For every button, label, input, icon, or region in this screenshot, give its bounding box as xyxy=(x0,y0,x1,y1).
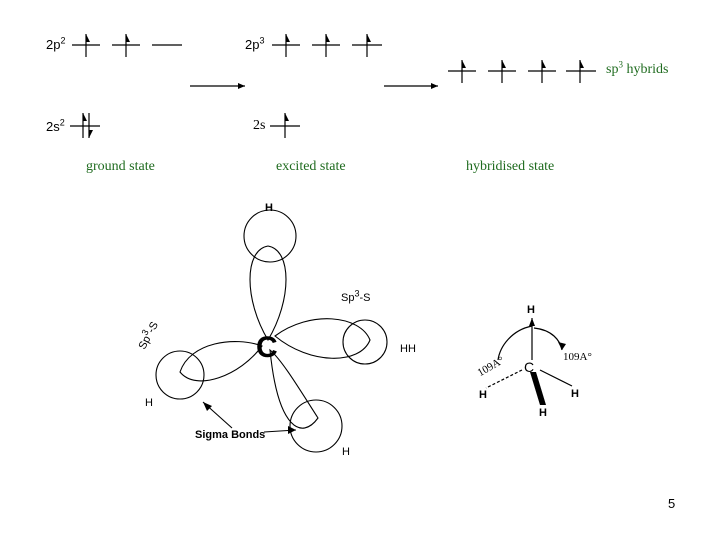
hydrogen-label-right: HH xyxy=(400,343,416,355)
energy-level-diagram xyxy=(70,34,596,138)
bond-wedge xyxy=(530,372,546,405)
hydrogen-label-tetra-right: H xyxy=(571,388,579,400)
ground-state-caption: ground state xyxy=(86,159,155,174)
hydrogen-orbital-bottom xyxy=(289,399,343,453)
hybridised-state-caption: hybridised state xyxy=(466,159,555,174)
hydrogen-label-top: H xyxy=(265,202,273,214)
angle-arc-right xyxy=(533,327,563,351)
hydrogen-label-left: H xyxy=(145,397,153,409)
ground-2s-label: 2s2 xyxy=(46,117,65,134)
ground-2p-label: 2p2 xyxy=(46,35,66,52)
carbon-atom-tetrahedral: C xyxy=(524,359,534,375)
hybrid-lobe-right xyxy=(274,318,371,359)
excited-state-caption: excited state xyxy=(276,159,346,174)
excited-2p-label: 2p3 xyxy=(245,35,265,52)
hydrogen-label-bottom: H xyxy=(342,446,350,458)
hydrogen-orbital-right xyxy=(342,319,388,365)
hybrid-lobe-top xyxy=(249,245,287,342)
carbon-atom-orbital: C xyxy=(256,331,278,364)
excited-2s-label: 2s xyxy=(253,118,266,133)
hydrogen-orbital-left xyxy=(155,350,205,400)
hydrogen-label-tetra-left: H xyxy=(479,389,487,401)
hybrid-lobe-bottom xyxy=(269,348,319,429)
hydrogen-label-tetra-top: H xyxy=(527,304,535,316)
sp3-s-label-right: Sp3-S xyxy=(341,288,371,304)
hydrogen-orbital-top xyxy=(243,209,297,263)
sigma-bonds-label: Sigma Bonds xyxy=(195,429,266,441)
sp3-hybrids-label: sp3 hybrids xyxy=(606,59,669,77)
bond-left xyxy=(485,369,523,389)
bond-right xyxy=(539,369,573,387)
hybrid-lobe-left xyxy=(179,341,263,382)
angle-arc-left xyxy=(497,325,533,361)
page-number: 5 xyxy=(668,496,676,511)
hydrogen-label-tetra-bottom: H xyxy=(539,407,547,419)
bond-angle-right: 109A° xyxy=(563,351,592,363)
